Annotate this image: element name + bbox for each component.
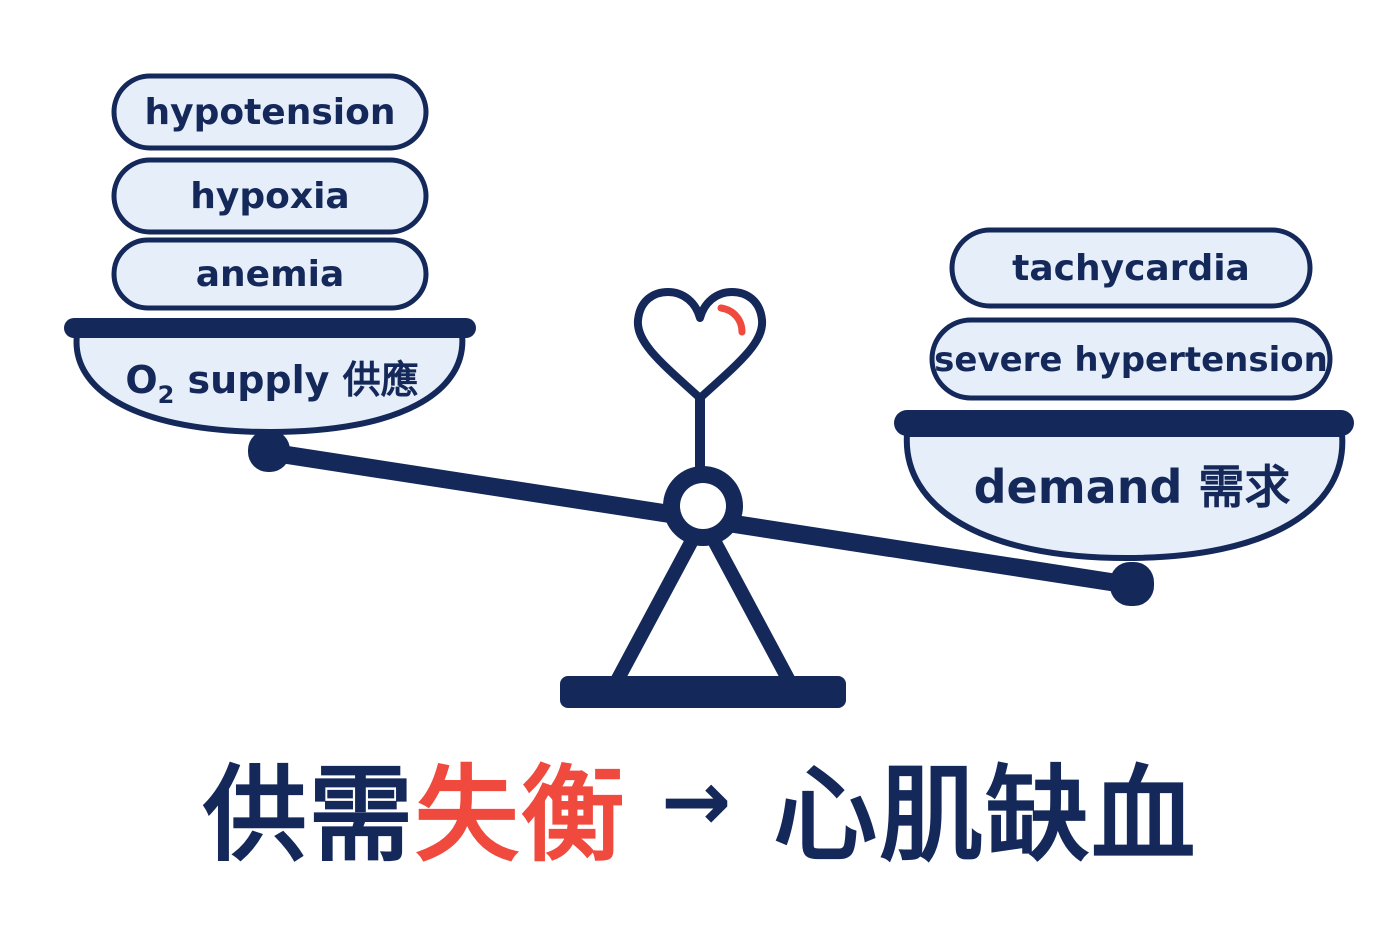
pill-anemia: anemia [111,237,429,311]
heart-icon [633,288,767,402]
left-pan-items: hypotension hypoxia anemia [111,73,429,311]
right-pan-items: tachycardia severe hypertension [929,227,1333,401]
svg-text:tachycardia: tachycardia [1012,248,1250,289]
scale-beam [248,430,1154,606]
svg-text:hypoxia: hypoxia [190,176,349,217]
right-arrow-icon: → [660,752,734,850]
svg-text:hypotension: hypotension [145,92,396,133]
pill-hypoxia: hypoxia [111,157,429,235]
left-pan-label: O2 supply 供應 [125,358,418,409]
right-pan-label: demand 需求 [974,460,1291,514]
pill-hypotension: hypotension [111,73,429,151]
heart-pointer [633,288,767,470]
pill-tachycardia: tachycardia [949,227,1313,309]
svg-text:anemia: anemia [196,254,344,295]
left-pan: O2 supply 供應 [64,318,476,436]
caption: 供需 失衡 → 心肌缺血 [0,735,1400,876]
caption-supply-demand: 供需 [202,753,415,876]
svg-text:severe hypertension: severe hypertension [934,340,1328,380]
scale-stand [560,513,846,708]
right-pan: demand 需求 [894,410,1354,562]
pill-severe-hypertension: severe hypertension [929,317,1333,401]
caption-myocardial-ischemia: 心肌缺血 [773,753,1198,876]
caption-imbalance: 失衡 [414,753,627,876]
